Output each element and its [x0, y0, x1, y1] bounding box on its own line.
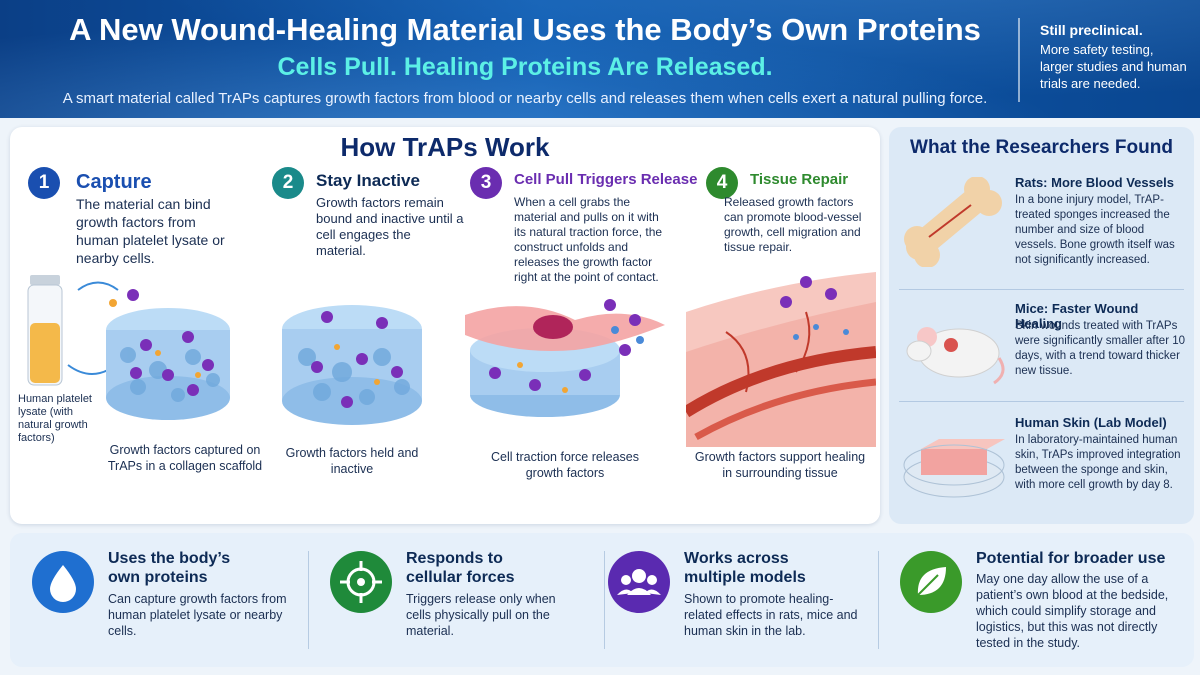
step-number: 1	[28, 167, 60, 199]
wound-spot	[944, 338, 958, 352]
step-number: 3	[470, 167, 502, 199]
header-divider	[1018, 18, 1020, 102]
inactive-scaffold-illustration	[282, 305, 422, 425]
vial-label: Human platelet lysate (with natural grow…	[18, 393, 92, 444]
leaf-icon	[900, 551, 962, 613]
benefit-divider	[308, 551, 309, 649]
benefit-body-proteins: Uses the body’s own proteins Can capture…	[18, 533, 308, 667]
benefit-divider	[604, 551, 605, 649]
collagen-scaffold	[106, 289, 230, 420]
finding-divider	[899, 289, 1184, 290]
group-icon	[608, 551, 670, 613]
researchers-findings-panel: What the Researchers Found Rats: More Bl…	[889, 127, 1194, 524]
bone-icon	[904, 177, 1002, 267]
preclinical-note: Still preclinical. More safety testing, …	[1040, 22, 1190, 92]
step-title: Tissue Repair	[750, 171, 849, 188]
cell-nucleus	[533, 315, 573, 339]
benefit-title: Potential for broader use	[976, 550, 1166, 567]
how-title: How TrAPs Work	[340, 132, 550, 162]
finding-text: Skin wounds treated with TrAPs were sign…	[1015, 320, 1186, 377]
finding-heading: Mice: Faster Wound Healing	[1015, 301, 1139, 331]
step-caption: Cell traction force releases growth fact…	[491, 450, 639, 480]
benefits-bar: Uses the body’s own proteins Can capture…	[10, 533, 1194, 667]
page-title: A New Wound-Healing Material Uses the Bo…	[69, 12, 981, 47]
note-text: More safety testing, larger studies and …	[1040, 42, 1187, 91]
step-description: The material can bind growth factors fro…	[76, 196, 225, 266]
benefit-text: Can capture growth factors from human pl…	[108, 592, 287, 638]
benefit-text: May one day allow the use of a patient’s…	[976, 572, 1169, 650]
benefit-broader-use: Potential for broader use May one day al…	[886, 533, 1192, 667]
step-description: When a cell grabs the material and pulls…	[514, 195, 663, 284]
mouse-icon	[906, 327, 1005, 385]
findings-title: What the Researchers Found	[910, 137, 1173, 158]
benefit-title: Responds to cellular forces	[406, 550, 515, 586]
header-banner: A New Wound-Healing Material Uses the Bo…	[0, 0, 1200, 118]
tissue-repair-illustration	[686, 272, 876, 447]
finding-human-skin: Human Skin (Lab Model) In laboratory-mai…	[897, 407, 1187, 517]
how-traps-work-panel: How TrAPs Work 1 Capture The material ca…	[10, 127, 880, 524]
step-caption: Growth factors held and inactive	[285, 446, 419, 476]
target-icon	[330, 551, 392, 613]
benefit-text: Shown to promote healing-related effects…	[684, 592, 858, 638]
step-description: Growth factors remain bound and inactive…	[316, 195, 464, 258]
step-description: Released growth factors can promote bloo…	[724, 195, 862, 254]
capture-scaffold-illustration	[27, 275, 230, 420]
step-number: 2	[272, 167, 304, 199]
step-title: Stay Inactive	[316, 171, 420, 190]
petri-dish-icon	[903, 439, 1005, 498]
benefit-cellular-forces: Responds to cellular forces Triggers rel…	[316, 533, 606, 667]
step-caption: Growth factors support healing in surrou…	[694, 450, 866, 480]
vial-icon	[27, 275, 63, 386]
step-caption: Growth factors captured on TrAPs in a co…	[107, 443, 263, 473]
step-title: Cell Pull Triggers Release	[514, 171, 698, 188]
step-title: Capture	[76, 171, 152, 193]
page-subtitle: Cells Pull. Healing Proteins Are Release…	[277, 53, 773, 81]
droplet-icon	[32, 551, 94, 613]
finding-text: In a bone injury model, TrAP-treated spo…	[1015, 194, 1175, 266]
blood-vessel	[686, 346, 876, 418]
benefit-title: Uses the body’s own proteins	[108, 550, 231, 586]
note-heading: Still preclinical.	[1040, 22, 1143, 38]
finding-heading: Rats: More Blood Vessels	[1015, 175, 1174, 190]
cell-traction-illustration	[465, 299, 665, 417]
intro-text: A smart material called TrAPs captures g…	[62, 90, 988, 107]
benefit-multiple-models: Works across multiple models Shown to pr…	[594, 533, 884, 667]
benefit-text: Triggers release only when cells physica…	[406, 592, 556, 638]
finding-rats: Rats: More Blood Vessels In a bone injur…	[897, 167, 1187, 279]
step-number: 4	[706, 167, 738, 199]
finding-divider	[899, 401, 1184, 402]
finding-text: In laboratory-maintained human skin, TrA…	[1015, 434, 1181, 491]
benefit-title: Works across multiple models	[684, 550, 806, 586]
finding-heading: Human Skin (Lab Model)	[1015, 415, 1167, 430]
benefit-divider	[878, 551, 879, 649]
finding-mice: Mice: Faster Wound Healing Skin wounds t…	[897, 293, 1187, 403]
